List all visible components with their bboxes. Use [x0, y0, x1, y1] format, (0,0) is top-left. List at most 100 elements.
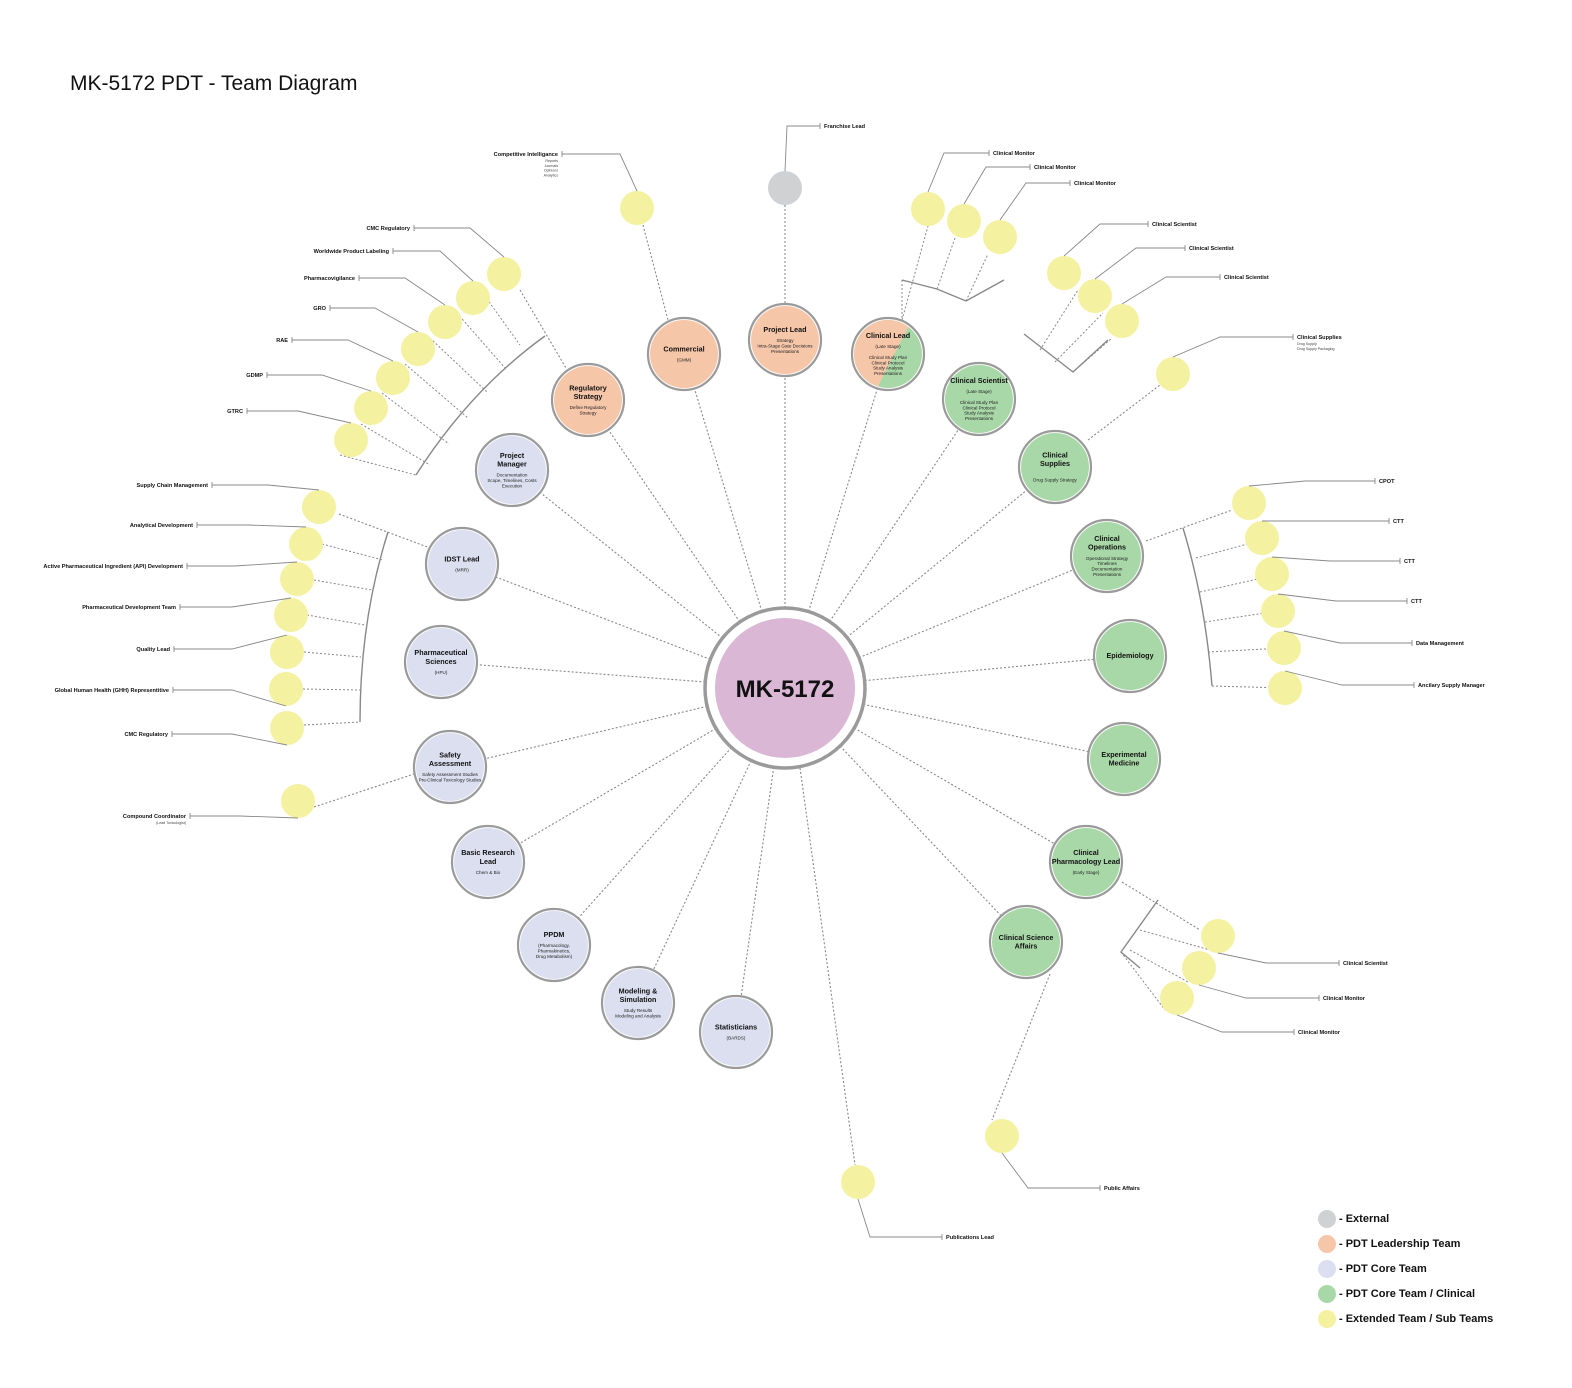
- spoke-clinical-lead: [808, 388, 878, 612]
- bracket-tie: [456, 312, 506, 369]
- node-sublabel: Clinical Study Plan: [960, 400, 999, 405]
- extended-circle-clinical-monitor[interactable]: [1160, 981, 1194, 1015]
- extended-circle-clinical-monitor[interactable]: [947, 204, 981, 238]
- pharmacology-bracket: [1120, 899, 1159, 969]
- extended-label: Clinical Monitor: [1298, 1030, 1341, 1036]
- extended-circle-cmc-regulatory[interactable]: [270, 711, 304, 745]
- node-sublabel: Strategy: [579, 411, 597, 416]
- node-label: Statisticians: [715, 1023, 757, 1032]
- extended-circle-ctt[interactable]: [1245, 521, 1279, 555]
- node-statisticians[interactable]: Statisticians(BARDS): [698, 994, 774, 1070]
- extended-circle-clinical-supplies[interactable]: [1156, 357, 1190, 391]
- node-sublabel: Intra-Stage Gate Decisions: [757, 344, 813, 349]
- node-sublabel: Clinical Protocol: [872, 360, 905, 365]
- extended-circle-worldwide-product-labeling[interactable]: [456, 281, 490, 315]
- spoke-idst-lead: [495, 576, 711, 660]
- node-sublabel: (Early Stage): [1073, 870, 1100, 875]
- node-sublabel: (Pharmacology,: [538, 943, 570, 948]
- node-commercial[interactable]: Commercial(GMM): [646, 316, 722, 392]
- leader-line: [1001, 1152, 1100, 1189]
- extended-circle-clinical-monitor[interactable]: [911, 192, 945, 226]
- extended-circle-clinical-scientist[interactable]: [1047, 256, 1081, 290]
- spoke-clinical-supplies: [846, 489, 1028, 638]
- extended-circle-public-affairs[interactable]: [985, 1119, 1019, 1153]
- node-sublabel: Operational Strategy: [1086, 556, 1129, 561]
- leader-line: [1284, 670, 1414, 686]
- extended-circle-gdmp[interactable]: [354, 391, 388, 425]
- extended-circle-quality-lead[interactable]: [270, 635, 304, 669]
- legend-item-pdt-leadership-team: - PDT Leadership Team: [1318, 1231, 1493, 1256]
- extended-circle-clinical-scientist[interactable]: [1078, 279, 1112, 313]
- sub-team-link: [799, 767, 856, 1166]
- node-label: Operations: [1088, 543, 1126, 552]
- node-ppdm[interactable]: PPDM(Pharmacology,Pharmakinetics,Drug Me…: [516, 907, 592, 983]
- node-label: Sciences: [425, 657, 456, 666]
- extended-label: CPOT: [1379, 479, 1395, 485]
- node-label: Clinical Lead: [866, 331, 910, 340]
- extended-circle-competitive-intelligance[interactable]: [620, 191, 654, 225]
- bracket-tie: [1120, 951, 1166, 1011]
- extended-circle-cmc-regulatory[interactable]: [487, 257, 521, 291]
- extended-label: Competitive Intelligance: [494, 152, 558, 158]
- node-label: Modeling &: [619, 987, 658, 996]
- node-label: Affairs: [1015, 942, 1038, 951]
- leader-line: [999, 182, 1070, 221]
- extended-circle-clinical-monitor[interactable]: [1182, 951, 1216, 985]
- extended-circle-rae[interactable]: [376, 361, 410, 395]
- bracket-tie: [901, 225, 929, 321]
- extended-label: RAE: [276, 338, 288, 344]
- leader-line: [267, 374, 372, 392]
- extended-circle-pharmaceutical-development-team[interactable]: [274, 598, 308, 632]
- extended-circle-gtrc[interactable]: [334, 423, 368, 457]
- leader-line: [963, 166, 1030, 205]
- legend-item-external: - External: [1318, 1206, 1493, 1231]
- extended-circle-gro[interactable]: [401, 332, 435, 366]
- extended-label: Global Human Health (GHH) Representitive: [55, 688, 169, 694]
- extended-circle-ctt[interactable]: [1261, 594, 1295, 628]
- extended-circle-publications-lead[interactable]: [841, 1165, 875, 1199]
- extended-circle-analytical-development[interactable]: [289, 527, 323, 561]
- node-sublabel: Presentations: [771, 349, 800, 354]
- extended-circle-data-management[interactable]: [1267, 631, 1301, 665]
- node-clinical-scientist[interactable]: Clinical Scientist(Late Stage)Clinical S…: [941, 361, 1017, 437]
- bracket-tie: [1054, 312, 1104, 363]
- node-label: Clinical Science: [999, 933, 1054, 942]
- extended-label: Clinical Monitor: [1323, 996, 1366, 1002]
- extended-label: CMC Regulatory: [366, 226, 410, 232]
- extended-circle-compound-coordinator[interactable]: [281, 784, 315, 818]
- extended-circle-ctt[interactable]: [1255, 557, 1289, 591]
- extended-circle-active-pharmaceutical-ingredient-api-development[interactable]: [280, 562, 314, 596]
- center-node[interactable]: MK-5172: [703, 606, 867, 770]
- node-label: Pharmacology Lead: [1052, 857, 1120, 866]
- extended-sublabel: (Lead Toxicologist): [156, 821, 186, 825]
- extended-circle-global-human-health-ghh-representitive[interactable]: [269, 672, 303, 706]
- extended-circle-franchise-lead[interactable]: [768, 171, 802, 205]
- leader-line: [1271, 556, 1400, 562]
- extended-circle-pharmacovigilance[interactable]: [428, 305, 462, 339]
- node-epidemiology[interactable]: Epidemiology: [1092, 618, 1168, 694]
- extended-circle-clinical-scientist[interactable]: [1105, 304, 1139, 338]
- extended-circle-clinical-scientist[interactable]: [1201, 919, 1235, 953]
- node-idst-lead[interactable]: IDST Lead(MRR): [424, 526, 500, 602]
- node-clinical-lead[interactable]: Clinical Lead(Late Stage)Clinical Study …: [848, 308, 926, 394]
- extended-circle-supply-chain-management[interactable]: [302, 490, 336, 524]
- extended-circle-clinical-monitor[interactable]: [983, 220, 1017, 254]
- legend-label: - PDT Leadership Team: [1339, 1237, 1461, 1250]
- node-label: Assessment: [429, 759, 472, 768]
- extended-circle-ancilary-supply-manager[interactable]: [1268, 671, 1302, 705]
- extended-circle-cpot[interactable]: [1232, 486, 1266, 520]
- sub-team-link: [313, 773, 415, 808]
- leader-line: [1248, 480, 1375, 487]
